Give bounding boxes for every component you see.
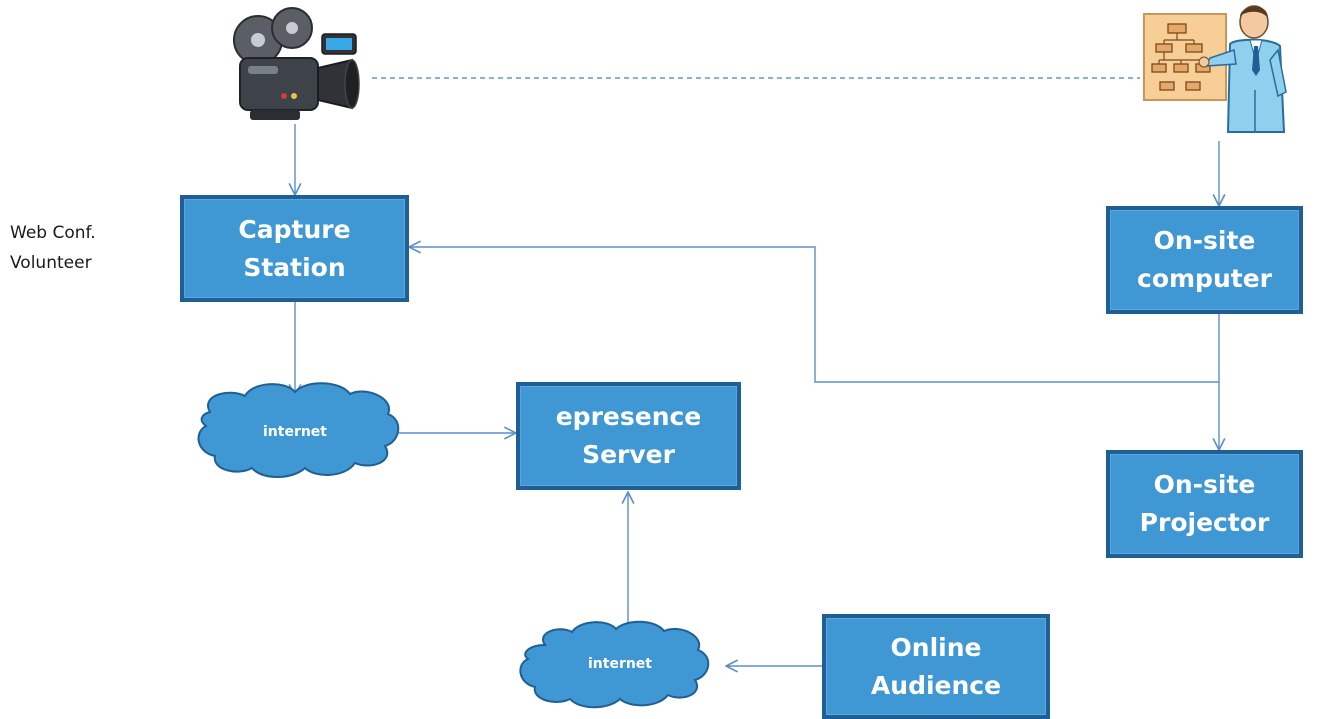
capture-station-line2: Station — [243, 252, 346, 282]
internet-upper-label: internet — [262, 424, 327, 440]
epresence-server-node: epresence Server — [516, 382, 741, 490]
online-audience-line2: Audience — [870, 670, 1002, 700]
side-label-line2: Volunteer — [10, 253, 92, 273]
internet-lower-label: internet — [587, 656, 652, 672]
onsite-projector-node: On-site Projector — [1106, 450, 1303, 558]
onsite-computer-line2: computer — [1137, 264, 1272, 293]
onsite-computer-line1: On-site — [1153, 226, 1256, 255]
video-camera-icon — [233, 7, 360, 120]
epresence-server-line1: epresence — [555, 402, 702, 431]
cloud-internet-upper — [197, 382, 400, 478]
arrow-computer-to-capture — [409, 247, 1219, 383]
capture-station-node: Capture Station — [180, 195, 409, 302]
onsite-projector-line1: On-site — [1153, 470, 1256, 499]
capture-station-line1: Capture — [238, 214, 351, 244]
presenter-icon — [1143, 5, 1287, 133]
epresence-server-line2: Server — [582, 440, 675, 469]
side-label-line1: Web Conf. — [10, 223, 96, 243]
onsite-projector-line2: Projector — [1139, 508, 1270, 537]
online-audience-line1: Online — [890, 632, 982, 662]
onsite-computer-node: On-site computer — [1106, 206, 1303, 314]
online-audience-node: Online Audience — [822, 614, 1050, 719]
cloud-internet-lower — [519, 620, 710, 709]
web-conf-volunteer-label: Web Conf. Volunteer — [10, 218, 96, 278]
